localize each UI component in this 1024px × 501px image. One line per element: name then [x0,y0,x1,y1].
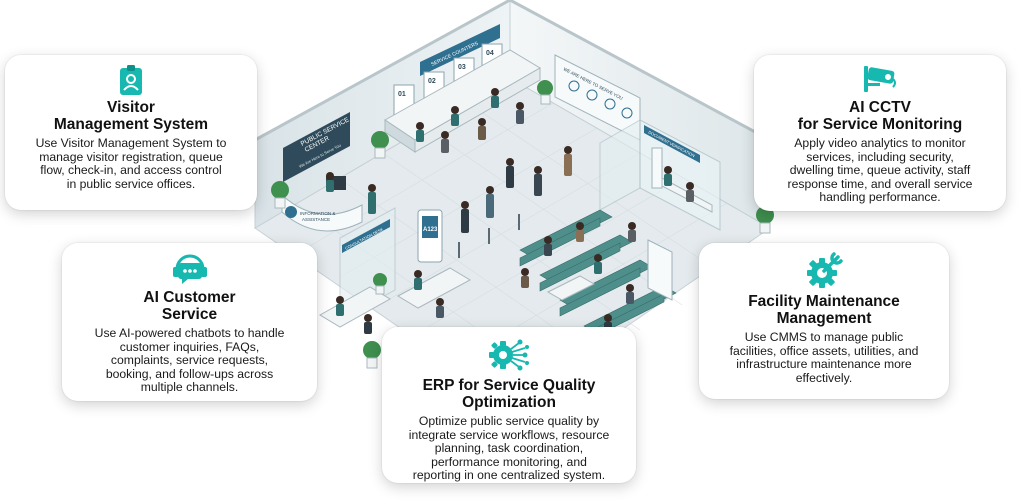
counter-number: 04 [486,50,494,57]
plants [271,80,774,369]
visitor-badge-icon [120,65,142,95]
ai-customer-service-card: AI Customer Service Use AI-powered chatb… [62,243,317,401]
info-sign-text-2: ASSISTANCE [302,217,330,222]
card-description: Apply video analytics to monitor service… [787,136,973,204]
card-title: Facility Maintenance Management [748,293,900,327]
queue-kiosk: A123 [417,209,443,263]
card-description: Optimize public service quality by integ… [408,414,610,482]
facility-maintenance-card: Facility Maintenance Management Use CMMS… [699,243,949,399]
erp-service-quality-card: ERP for Service Quality Optimization Opt… [382,327,636,483]
ai-cctv-card: AI CCTV for Service Monitoring Apply vid… [754,55,1006,211]
card-title: AI Customer Service [143,289,236,323]
counter-number: 03 [458,64,466,71]
card-description: Use AI-powered chatbots to handle custom… [94,326,285,394]
card-title: AI CCTV for Service Monitoring [797,99,963,133]
chat-headset-icon [172,254,207,284]
card-title: ERP for Service Quality Optimization [422,377,596,411]
counter-number: 01 [398,91,406,98]
kiosk-number: A123 [423,227,438,233]
card-description: Use CMMS to manage public facilities, of… [729,330,919,385]
counter-number: 02 [428,78,436,85]
people [326,88,694,334]
card-title: Visitor Management System [53,99,209,133]
gear-wrench-icon [807,252,843,288]
visitor-management-card: Visitor Management System Use Visitor Ma… [5,55,257,210]
info-sign-text-1: INFORMATION & [300,211,335,216]
card-description: Use Visitor Management System to manage … [35,136,227,191]
gear-network-icon [489,339,529,371]
cctv-camera-icon [864,66,896,92]
